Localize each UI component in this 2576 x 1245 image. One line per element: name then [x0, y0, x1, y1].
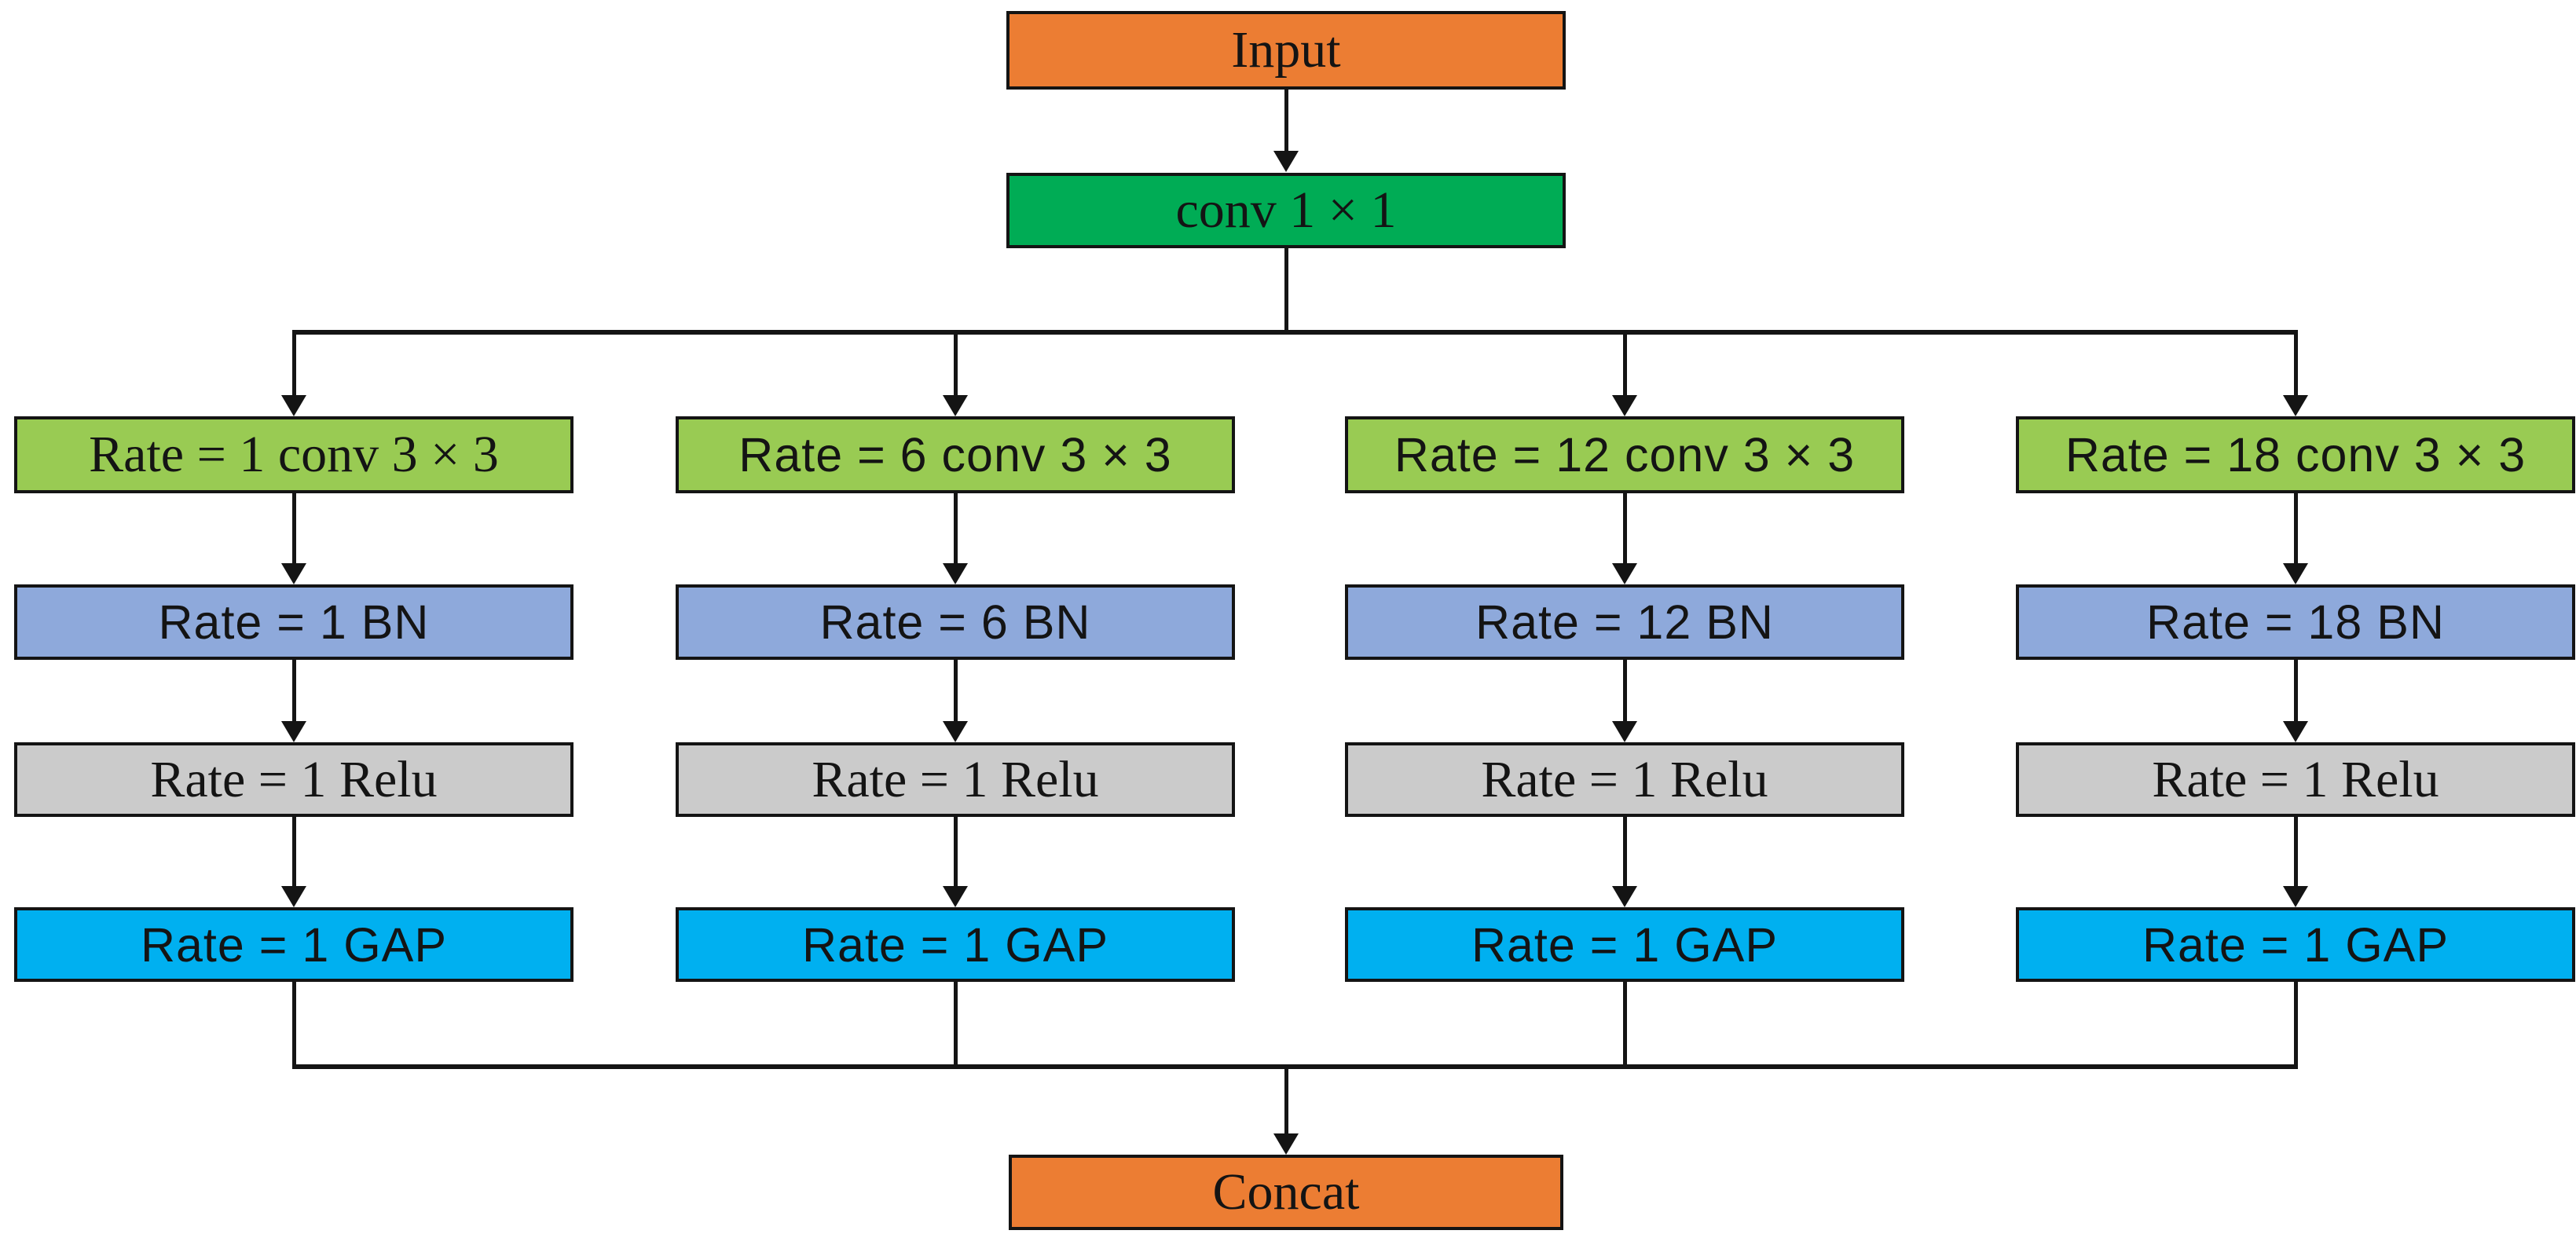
- arrow-relu-gap-2-head: [943, 886, 968, 907]
- node-relu-4: Rate = 1 Relu: [2016, 742, 2575, 817]
- node-bn-rate1: Rate = 1 BN: [14, 584, 573, 660]
- gap-merge-stem-1: [292, 982, 296, 1067]
- gap-merge-stem-2: [954, 982, 958, 1067]
- arrow-bn-relu-2-stem: [954, 660, 958, 721]
- arrow-bn-relu-1-stem: [292, 660, 296, 721]
- node-gap-2: Rate = 1 GAP: [676, 907, 1235, 982]
- merge-line: [292, 1064, 2298, 1069]
- gap-merge-stem-4: [2294, 982, 2298, 1067]
- arrow-conv-bn-1-stem: [292, 493, 296, 563]
- node-conv3x3-rate6: Rate = 6 conv 3 × 3: [676, 416, 1235, 493]
- node-bn-rate12: Rate = 12 BN: [1345, 584, 1904, 660]
- node-conv-1x1: conv 1 × 1: [1006, 173, 1566, 248]
- arrow-relu-gap-1-stem: [292, 817, 296, 886]
- arrow-bn-relu-1-head: [281, 721, 306, 742]
- node-relu-2: Rate = 1 Relu: [676, 742, 1235, 817]
- node-bn-rate6: Rate = 6 BN: [676, 584, 1235, 660]
- arrow-relu-gap-2-stem: [954, 817, 958, 886]
- arrow-conv-bn-4-stem: [2294, 493, 2298, 563]
- conv1x1-split-stem: [1284, 248, 1288, 333]
- arrow-relu-gap-4-stem: [2294, 817, 2298, 886]
- arrow-conv-bn-3-stem: [1623, 493, 1627, 563]
- node-gap-1: Rate = 1 GAP: [14, 907, 573, 982]
- arrow-split-branch3-stem: [1623, 335, 1627, 395]
- arrow-relu-gap-3-head: [1612, 886, 1637, 907]
- arrow-input-conv1x1-head: [1273, 151, 1299, 172]
- split-line: [292, 330, 2298, 335]
- arrow-merge-concat-stem: [1284, 1069, 1288, 1133]
- arrow-split-branch4-stem: [2294, 335, 2298, 395]
- arrow-split-branch1-head: [281, 395, 306, 416]
- node-gap-4: Rate = 1 GAP: [2016, 907, 2575, 982]
- arrow-input-conv1x1-stem: [1284, 90, 1288, 152]
- arrow-merge-concat-head: [1273, 1133, 1299, 1155]
- arrow-conv-bn-2-stem: [954, 493, 958, 563]
- node-concat: Concat: [1009, 1155, 1563, 1230]
- node-bn-rate18: Rate = 18 BN: [2016, 584, 2575, 660]
- arrow-bn-relu-2-head: [943, 721, 968, 742]
- arrow-bn-relu-3-stem: [1623, 660, 1627, 721]
- arrow-relu-gap-1-head: [281, 886, 306, 907]
- node-relu-3: Rate = 1 Relu: [1345, 742, 1904, 817]
- node-relu-1: Rate = 1 Relu: [14, 742, 573, 817]
- arrow-conv-bn-4-head: [2283, 563, 2308, 584]
- arrow-split-branch2-head: [943, 395, 968, 416]
- gap-merge-stem-3: [1623, 982, 1627, 1067]
- node-conv3x3-rate12: Rate = 12 conv 3 × 3: [1345, 416, 1904, 493]
- node-conv3x3-rate1: Rate = 1 conv 3 × 3: [14, 416, 573, 493]
- arrow-split-branch1-stem: [292, 335, 296, 395]
- arrow-bn-relu-4-stem: [2294, 660, 2298, 721]
- arrow-relu-gap-4-head: [2283, 886, 2308, 907]
- node-conv3x3-rate18: Rate = 18 conv 3 × 3: [2016, 416, 2575, 493]
- arrow-bn-relu-4-head: [2283, 721, 2308, 742]
- arrow-bn-relu-3-head: [1612, 721, 1637, 742]
- node-input: Input: [1006, 11, 1566, 90]
- node-gap-3: Rate = 1 GAP: [1345, 907, 1904, 982]
- arrow-conv-bn-3-head: [1612, 563, 1637, 584]
- arrow-split-branch2-stem: [954, 335, 958, 395]
- arrow-conv-bn-2-head: [943, 563, 968, 584]
- arrow-split-branch4-head: [2283, 395, 2308, 416]
- arrow-conv-bn-1-head: [281, 563, 306, 584]
- arrow-relu-gap-3-stem: [1623, 817, 1627, 886]
- arrow-split-branch3-head: [1612, 395, 1637, 416]
